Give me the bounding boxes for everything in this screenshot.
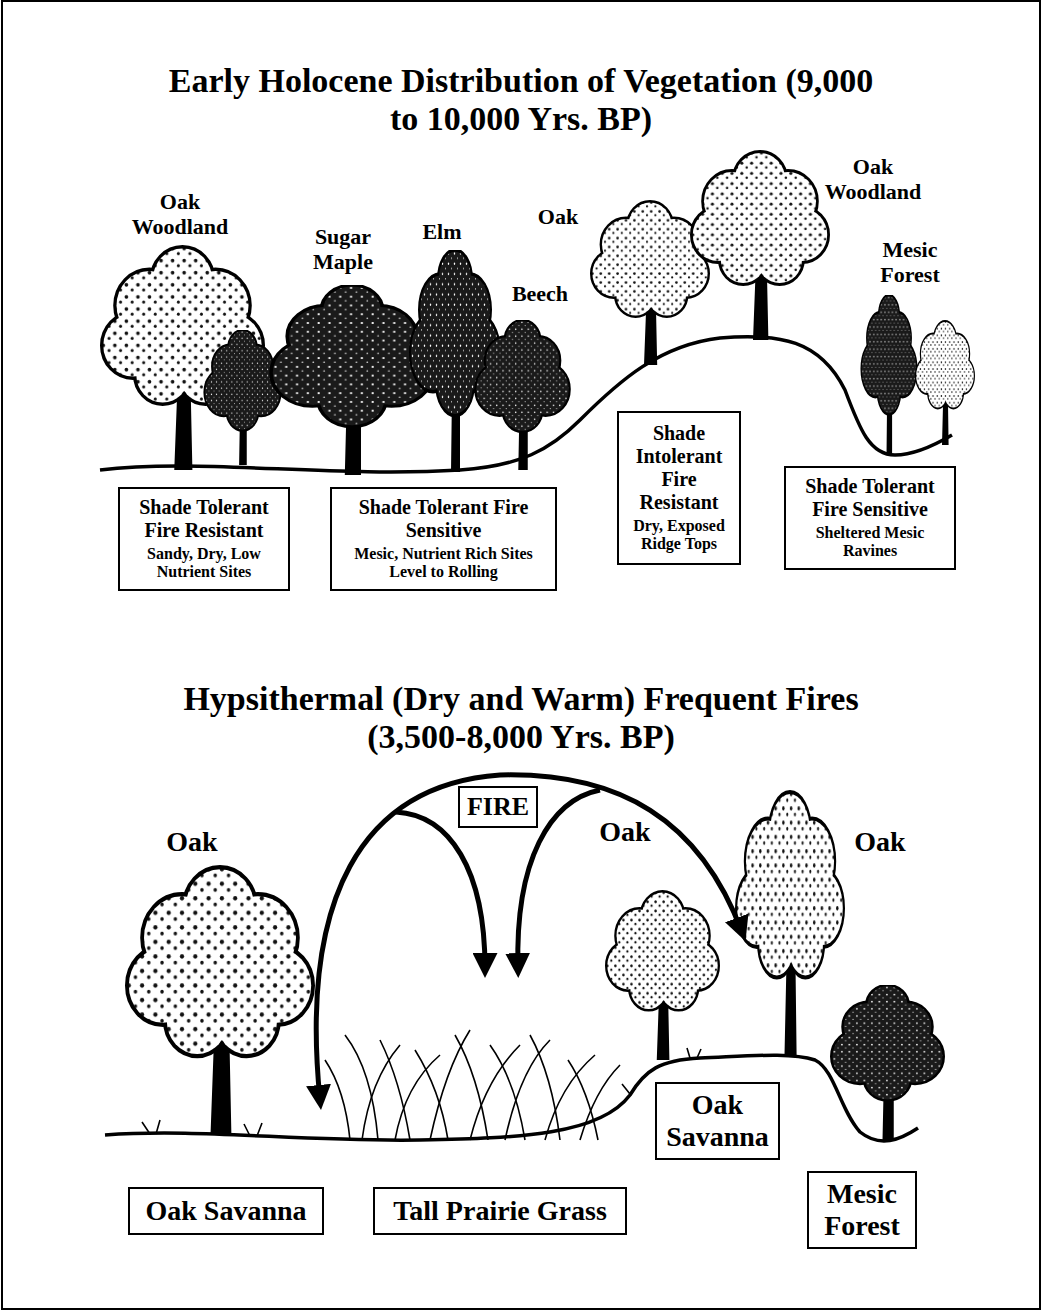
grass-blade: [490, 1045, 525, 1140]
tree-label: Mesic Forest: [865, 238, 955, 287]
oak-tree: [737, 794, 843, 1055]
tree-label: Beech: [500, 282, 580, 307]
diagram-title: Early Holocene Distribution of Vegetatio…: [151, 62, 891, 138]
label-box: Oak Savanna: [655, 1082, 780, 1160]
grass-tuft: [142, 1048, 701, 1136]
tree-label: Sugar Maple: [298, 225, 388, 274]
box-heading: FIRE: [466, 792, 530, 822]
box-body: Sheltered Mesic Ravines: [792, 524, 948, 561]
oak-tree: [693, 153, 827, 340]
fire-arrows: [316, 775, 742, 1100]
box-heading: Shade Tolerant Fire Sensitive: [792, 475, 948, 521]
box-heading: Shade Intolerant Fire Resistant: [624, 422, 734, 514]
box-heading: Oak Savanna: [663, 1089, 772, 1153]
box-body: Dry, Exposed Ridge Tops: [624, 517, 734, 554]
grass-blade: [362, 1045, 400, 1140]
grass-blade: [430, 1030, 470, 1140]
tree-label: Oak Woodland: [120, 190, 240, 239]
oak-tree: [607, 893, 717, 1060]
grass-blade: [455, 1035, 488, 1140]
tree-label: Elm: [412, 220, 472, 245]
tree-label: Oak: [590, 816, 660, 847]
mesic-tree: [862, 296, 917, 455]
ground-profile: [105, 1055, 918, 1141]
sugar-maple-tree: [273, 286, 431, 475]
box-body: Sandy, Dry, Low Nutrient Sites: [126, 545, 282, 582]
oak-tree: [592, 203, 707, 365]
fire-box: FIRE: [458, 786, 538, 828]
grass-blade: [380, 1040, 410, 1140]
label-box: Shade Tolerant Fire SensitiveMesic, Nutr…: [330, 487, 557, 591]
box-heading: Shade Tolerant Fire Resistant: [126, 496, 282, 542]
mesic-tree: [916, 322, 974, 445]
label-box: Shade Tolerant Fire SensitiveSheltered M…: [784, 466, 956, 570]
box-heading: Mesic Forest: [815, 1178, 909, 1242]
label-box: Shade Tolerant Fire ResistantSandy, Dry,…: [118, 487, 290, 591]
box-heading: Oak Savanna: [138, 1195, 314, 1227]
fire-arc-arrow: [316, 775, 742, 1100]
panel-heading: Hypsithermal (Dry and Warm) Frequent Fir…: [151, 680, 891, 756]
oak-tree: [129, 869, 311, 1135]
grass-blade: [345, 1035, 378, 1140]
tree-label: Oak Woodland: [813, 155, 933, 204]
grass-blade: [580, 1065, 620, 1140]
label-box: Mesic Forest: [807, 1171, 917, 1249]
tree-label: Oak: [530, 205, 586, 230]
prairie-grass: [142, 1030, 701, 1140]
beech-tree: [476, 321, 568, 470]
box-heading: Shade Tolerant Fire Sensitive: [338, 496, 549, 542]
label-box: Tall Prairie Grass: [373, 1187, 627, 1235]
box-body: Mesic, Nutrient Rich Sites Level to Roll…: [338, 545, 549, 582]
grass-blade: [530, 1035, 560, 1140]
fire-arrow: [396, 812, 485, 968]
tree-label: Oak: [152, 826, 232, 857]
label-box: Oak Savanna: [128, 1187, 324, 1235]
tree-label: Oak: [852, 826, 908, 857]
grass-blade: [415, 1050, 448, 1140]
grass-blade: [325, 1060, 350, 1140]
ground-profile: [100, 337, 952, 472]
box-heading: Tall Prairie Grass: [383, 1195, 617, 1227]
label-box: Shade Intolerant Fire ResistantDry, Expo…: [617, 411, 741, 565]
tree: [205, 331, 280, 465]
